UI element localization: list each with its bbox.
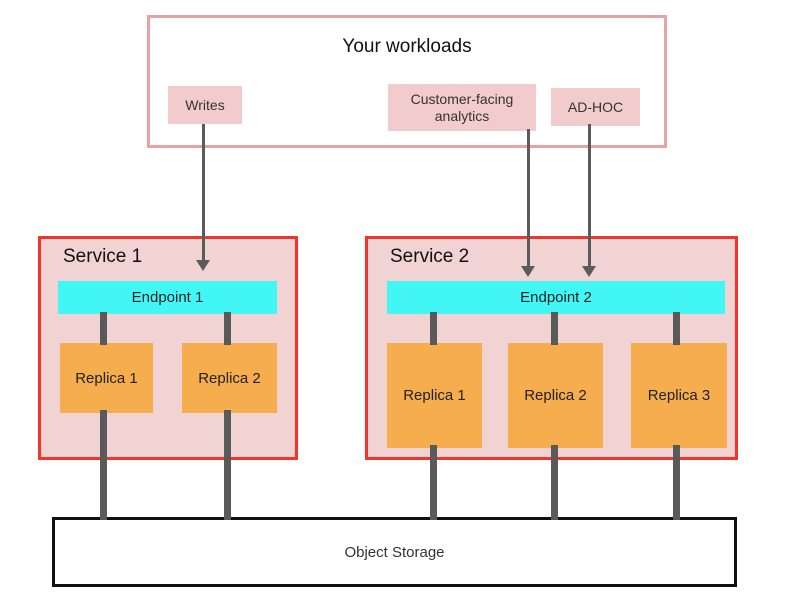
service-2-replica-1: Replica 1 bbox=[387, 343, 482, 448]
connector-s2-replica2-storage bbox=[551, 445, 558, 520]
arrow-line bbox=[587, 124, 591, 266]
service-1-replica-1: Replica 1 bbox=[60, 343, 153, 413]
connector-endpoint2-replica2 bbox=[551, 312, 558, 345]
object-storage-label: Object Storage bbox=[344, 543, 445, 561]
arrow-adhoc-to-endpoint-2 bbox=[582, 124, 596, 277]
connector-s1-replica1-storage bbox=[100, 410, 107, 520]
service-2-replica-2: Replica 2 bbox=[508, 343, 603, 448]
connector-s2-replica1-storage bbox=[430, 445, 437, 520]
arrow-line bbox=[201, 124, 205, 260]
object-storage-box: Object Storage bbox=[52, 517, 737, 587]
workloads-title: Your workloads bbox=[342, 36, 472, 57]
arrow-line bbox=[526, 129, 530, 266]
connector-endpoint2-replica1 bbox=[430, 312, 437, 345]
service-2-endpoint: Endpoint 2 bbox=[387, 281, 725, 314]
arrow-head-icon bbox=[521, 266, 535, 277]
arrow-head-icon bbox=[196, 260, 210, 271]
arrow-head-icon bbox=[582, 266, 596, 277]
arrow-analytics-to-endpoint-2 bbox=[521, 129, 535, 277]
service-2-replica-3: Replica 3 bbox=[631, 343, 727, 448]
service-2-box: Service 2 Endpoint 2 Replica 1 Replica 2… bbox=[365, 236, 738, 460]
service-1-title: Service 1 bbox=[63, 246, 143, 267]
arrow-writes-to-endpoint-1 bbox=[196, 124, 210, 271]
connector-endpoint1-replica1 bbox=[100, 312, 107, 345]
workload-ad-hoc: AD-HOC bbox=[551, 88, 640, 126]
service-1-replica-2: Replica 2 bbox=[182, 343, 277, 413]
service-1-box: Service 1 Endpoint 1 Replica 1 Replica 2 bbox=[38, 236, 298, 460]
workload-customer-facing-analytics: Customer-facing analytics bbox=[388, 84, 536, 131]
workload-writes: Writes bbox=[168, 86, 242, 124]
connector-endpoint1-replica2 bbox=[224, 312, 231, 345]
service-2-title: Service 2 bbox=[390, 246, 470, 267]
connector-s1-replica2-storage bbox=[224, 410, 231, 520]
workloads-box: Your workloads Writes Customer-facing an… bbox=[147, 15, 667, 148]
service-1-endpoint: Endpoint 1 bbox=[58, 281, 277, 314]
connector-endpoint2-replica3 bbox=[673, 312, 680, 345]
connector-s2-replica3-storage bbox=[673, 445, 680, 520]
